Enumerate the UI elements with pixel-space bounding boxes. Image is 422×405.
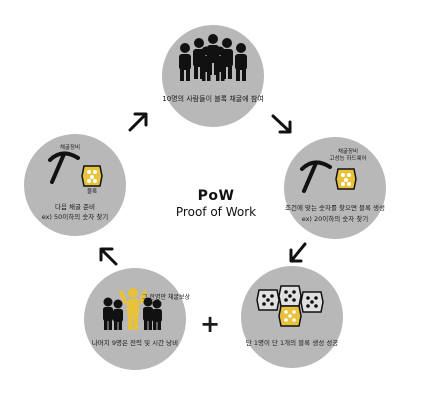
left-line2: ex) 50이하의 숫자 찾기	[41, 213, 109, 221]
arrow-top-right	[271, 114, 292, 134]
step-block-success: 단 1명이 단 1개의 블록 생성 성공	[241, 266, 343, 368]
right-line1: 조건에 맞는 숫자를 찾으면 블록 생성	[284, 204, 386, 212]
step-next-prep: 채굴장비 블록 다음 채굴 준비 ex) 50이하의 숫자 찾기	[24, 134, 126, 236]
people-winner-icon	[103, 288, 162, 330]
right-line2: ex) 20이하의 숫자 찾기	[301, 215, 369, 223]
reward-label: 그 한명만 채굴보상	[142, 294, 190, 301]
arrow-right-down	[289, 242, 307, 263]
block-icon	[81, 165, 103, 187]
success-caption: 단 1명이 단 1개의 블록 생성 성공	[245, 339, 339, 347]
arrow-left-up	[99, 247, 118, 266]
participants-caption: 10명의 사람들이 블록 채굴에 참여	[162, 95, 264, 103]
waste-caption: 나머지 9명은 전력 및 시간 낭비	[91, 339, 179, 347]
pickaxe-icon	[300, 160, 332, 193]
block-icon	[335, 168, 357, 190]
left-line1: 다음 채굴 준비	[54, 203, 95, 211]
right-equip-label: 채굴장비	[337, 149, 359, 155]
center-title: PoW	[197, 188, 235, 204]
left-equip-label: 채굴장비	[59, 145, 81, 151]
arrow-top-left	[128, 112, 148, 132]
left-block-label: 블록	[86, 189, 98, 195]
plus-sign: +	[200, 310, 221, 338]
blocks-chain-icon	[256, 285, 324, 327]
step-mining: 채굴장비 고성능 하드웨어 조건에 맞는 숫자를 찾으면 블록 생성 ex) 2…	[284, 137, 386, 239]
step-reward: 그 한명만 채굴보상 나머지 9명은 전력 및 시간 낭비	[84, 268, 190, 370]
pickaxe-icon	[48, 151, 80, 184]
step-participants: 10명의 사람들이 블록 채굴에 참여	[162, 25, 264, 127]
right-equip-sub: 고성능 하드웨어	[329, 156, 367, 162]
center-subtitle: Proof of Work	[175, 205, 257, 219]
people-group-icon	[179, 34, 247, 81]
